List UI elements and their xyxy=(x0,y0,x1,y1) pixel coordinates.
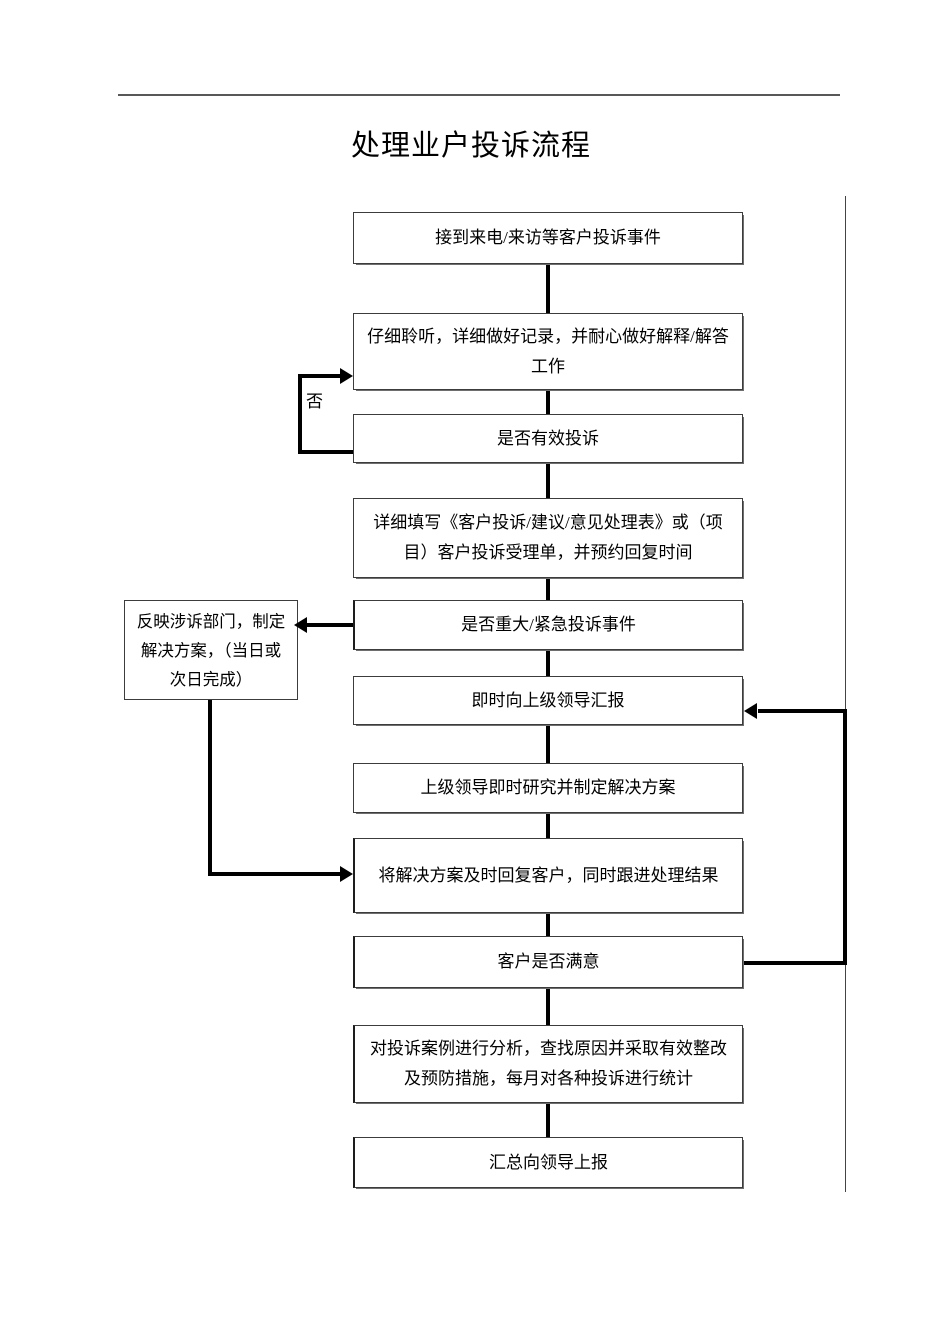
flow-node-label: 客户是否满意 xyxy=(497,952,600,971)
flow-node-label: 上级领导即时研究并制定解决方案 xyxy=(420,778,676,797)
arrowhead-department-to-reply xyxy=(340,866,353,882)
flow-node-label: 反映涉诉部门，制定解决方案，（当日或次日完成） xyxy=(136,611,286,689)
flow-node-leader-solution[interactable]: 上级领导即时研究并制定解决方案 xyxy=(353,763,743,813)
flow-node-valid-complaint-decision[interactable]: 是否有效投诉 xyxy=(353,414,743,463)
edge-major-to-department xyxy=(305,623,355,627)
flow-node-label: 将解决方案及时回复客户，同时跟进处理结果 xyxy=(378,865,719,885)
edge-no-loop-top xyxy=(298,374,342,378)
flow-node-label: 仔细聆听，详细做好记录，并耐心做好解释/解答工作 xyxy=(367,326,729,376)
flow-node-label: 对投诉案例进行分析，查找原因并采取有效整改及预防措施，每月对各种投诉进行统计 xyxy=(370,1039,727,1088)
flow-node-customer-satisfied-decision[interactable]: 客户是否满意 xyxy=(353,936,743,988)
arrowhead-no-loop xyxy=(340,368,353,384)
edge-fill-to-major xyxy=(546,577,550,601)
flow-node-label: 详细填写《客户投诉/建议/意见处理表》或（项目）客户投诉受理单，并预约回复时间 xyxy=(373,513,723,562)
flow-node-notify-department[interactable]: 反映涉诉部门，制定解决方案，（当日或次日完成） xyxy=(124,600,298,700)
flow-node-listen-record[interactable]: 仔细聆听，详细做好记录，并耐心做好解释/解答工作 xyxy=(353,313,743,390)
edge-satisfied-to-analyze xyxy=(546,987,550,1026)
edge-listen-to-valid xyxy=(546,389,550,415)
page-title: 处理业户投诉流程 xyxy=(0,127,950,165)
flow-node-label: 即时向上级领导汇报 xyxy=(471,690,625,710)
page-title-text: 处理业户投诉流程 xyxy=(350,130,591,162)
edge-leader-to-reply xyxy=(546,812,550,839)
edge-analyze-to-summary xyxy=(546,1102,550,1138)
edge-reply-to-satisfied xyxy=(546,912,550,937)
header-divider xyxy=(118,94,840,96)
arrowhead-satisfied-feedback xyxy=(744,703,757,719)
flow-node-report-to-leader[interactable]: 即时向上级领导汇报 xyxy=(353,676,743,725)
edge-report-to-leader-solution xyxy=(546,724,550,764)
edge-receive-to-listen xyxy=(546,263,550,314)
page-frame-line xyxy=(845,196,846,1192)
edge-valid-to-fill xyxy=(546,462,550,499)
flow-node-major-urgent-decision[interactable]: 是否重大/紧急投诉事件 xyxy=(353,600,743,650)
edge-major-to-report xyxy=(546,649,550,677)
flow-node-label: 接到来电/来访等客户投诉事件 xyxy=(435,228,661,247)
flow-node-summary-report[interactable]: 汇总向领导上报 xyxy=(353,1137,743,1188)
arrowhead-major-to-department xyxy=(294,617,307,633)
edge-satisfied-feedback-vertical xyxy=(843,709,847,965)
edge-satisfied-feedback-bottom xyxy=(742,961,847,965)
flow-node-receive-complaint[interactable]: 接到来电/来访等客户投诉事件 xyxy=(353,212,743,264)
flow-node-fill-form[interactable]: 详细填写《客户投诉/建议/意见处理表》或（项目）客户投诉受理单，并预约回复时间 xyxy=(353,498,743,578)
edge-no-loop-bottom xyxy=(298,450,356,454)
edge-department-to-reply-vertical xyxy=(208,699,212,876)
edge-satisfied-feedback-top xyxy=(758,709,845,713)
flow-node-label: 是否有效投诉 xyxy=(497,428,599,448)
flow-node-label: 是否重大/紧急投诉事件 xyxy=(461,615,636,634)
flow-node-reply-customer[interactable]: 将解决方案及时回复客户，同时跟进处理结果 xyxy=(353,838,743,913)
flow-node-analyze-cases[interactable]: 对投诉案例进行分析，查找原因并采取有效整改及预防措施，每月对各种投诉进行统计 xyxy=(353,1025,743,1103)
edge-label-no: 否 xyxy=(306,392,323,411)
edge-department-to-reply-horizontal xyxy=(208,872,346,876)
edge-no-loop-vertical xyxy=(298,374,302,454)
flow-node-label: 汇总向领导上报 xyxy=(489,1152,608,1172)
